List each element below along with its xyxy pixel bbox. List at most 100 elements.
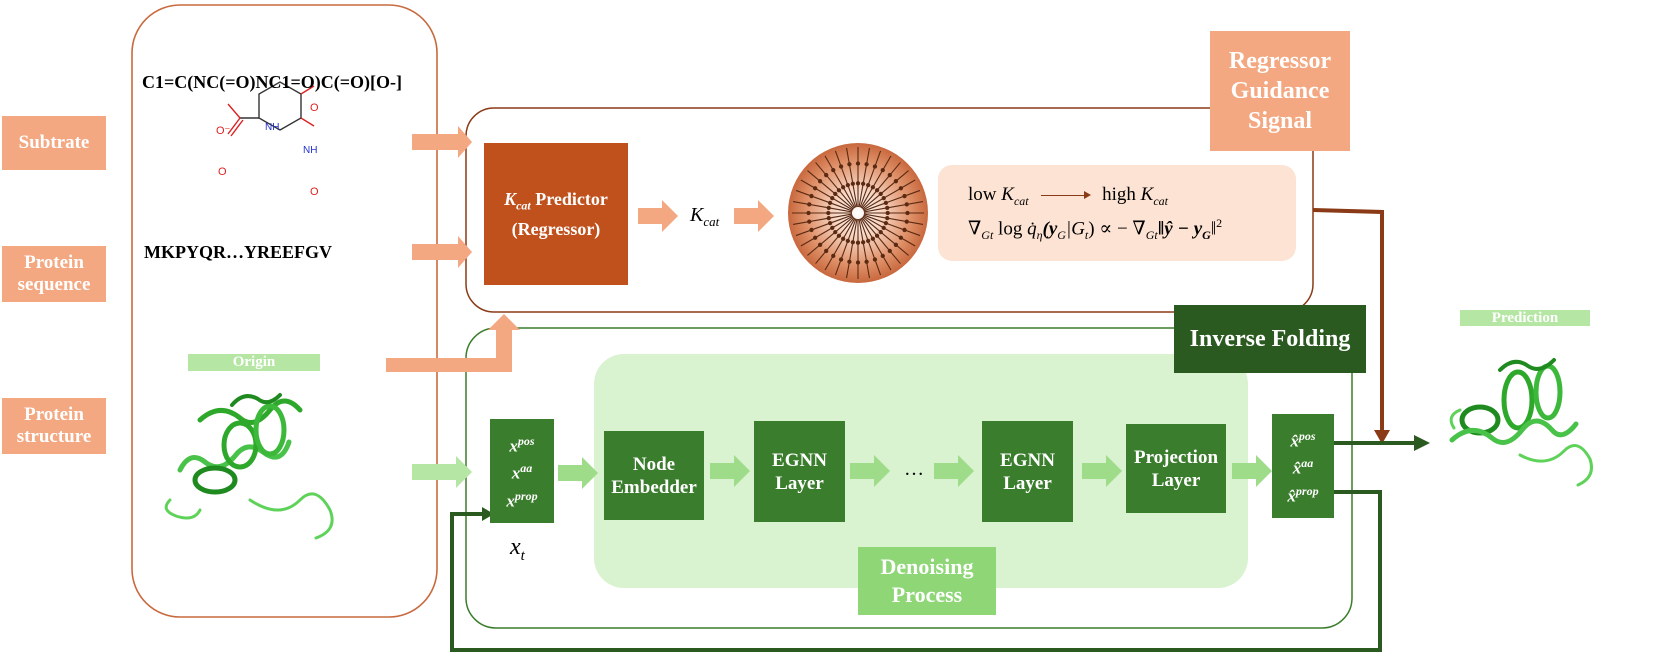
sphere-ray (845, 218, 858, 279)
sphere-ray (862, 179, 916, 211)
sphere-ray-dot (874, 188, 880, 193)
molecule-atom-nh-top: NH (265, 122, 280, 133)
kcat-sub: cat (703, 214, 720, 229)
arrow-embedder-to-egnn1 (710, 455, 750, 487)
sphere-ray-dot (838, 257, 844, 262)
low-text: low (968, 184, 997, 205)
sphere-ray-dot (880, 167, 885, 173)
sphere-ray-dot (817, 179, 823, 184)
predictor-label-line2: (Regressor) (511, 219, 601, 240)
regressor-guidance-label: Regressor Guidance Signal (1210, 31, 1350, 151)
sphere-ray-dot (824, 248, 829, 254)
sphere-ray-dot (831, 167, 836, 173)
sphere-ray-dot (826, 216, 831, 221)
sphere-ray (863, 189, 921, 212)
node-embedder-box: Node Embedder (604, 431, 704, 520)
sphere-ray-dot (817, 242, 823, 247)
sphere-ray (861, 162, 901, 209)
sphere-ray-dot (872, 257, 878, 262)
sphere-ray-dot (833, 191, 838, 197)
sphere-ray-dot (893, 242, 899, 247)
sphere-ray-dot (812, 235, 818, 240)
sphere-ray-dot (809, 227, 814, 233)
sphere-ray-dot (836, 233, 842, 238)
substrate-smiles: C1=C(NC(=O)NC1=O)C(=O)[O-] (142, 72, 402, 92)
formula-g: G (981, 228, 990, 243)
sphere-ray-dot (836, 188, 842, 193)
sphere-ray (862, 215, 916, 247)
protein-sequence-text: MKPYQR…YREEFGV (144, 242, 332, 262)
output-var-prop: x̂prop (1287, 483, 1319, 506)
feedback-loop-line (450, 490, 1382, 652)
sphere-ray-dot (902, 227, 907, 233)
sphere-ray-dot (883, 200, 889, 205)
sphere-ray-dot (885, 205, 890, 210)
sphere-ray-dot (885, 210, 890, 216)
arrow-substrate-to-regressor (412, 126, 472, 158)
sphere-ray-dot (864, 162, 869, 167)
sphere-ray (862, 216, 909, 256)
sphere-ray-dot (898, 235, 904, 240)
formula-given-sub: t (1084, 228, 1089, 243)
sphere-ray (845, 147, 858, 208)
sphere-ray-dot (855, 240, 861, 245)
sphere-ray-dot (812, 186, 818, 191)
input-var-aa: xaa (511, 461, 533, 483)
sphere-ray (800, 215, 854, 247)
feedback-loop-arrowhead (482, 507, 494, 521)
sphere-ray-dot (855, 260, 861, 265)
protein-structure-label: Protein structure (2, 398, 106, 454)
egnn-layer-2-box: EGNN Layer (982, 421, 1073, 522)
sphere-ray (795, 189, 853, 212)
sphere-ray-dot (887, 172, 892, 178)
sphere-ray-dot (904, 219, 909, 224)
substrate-label: Subtrate (2, 116, 106, 170)
arrow-structure-to-regressor (386, 314, 520, 372)
formula-arg: (y (1042, 218, 1058, 240)
sphere-ray-dot (833, 229, 838, 235)
guidance-signal-line (1312, 208, 1384, 432)
sphere-ray-dot (870, 185, 876, 190)
molecule-atom-o-bottom: O (310, 186, 319, 198)
sphere-ray (792, 200, 853, 213)
low-k: K (1001, 184, 1014, 205)
sphere-ray-dot (870, 236, 876, 241)
arrow-ellipsis-to-egnn2 (934, 455, 974, 487)
sphere-ray (834, 218, 857, 276)
low-k-sub: cat (1013, 193, 1029, 208)
output-var-pos: x̂pos (1290, 428, 1316, 451)
kcat-direction-row: low Kcat high Kcat (968, 184, 1168, 209)
sphere-ray-dot (880, 253, 885, 259)
sphere-ray (815, 217, 855, 264)
sphere-ray-dot (809, 193, 814, 199)
sphere-ray-dot (838, 164, 844, 169)
denoising-process-label: Denoising Process (858, 547, 996, 615)
guidance-field-sphere (788, 143, 928, 283)
layers-ellipsis: … (904, 458, 924, 480)
kcat-predictor-box: Kcat Predictor (Regressor) (484, 143, 628, 285)
sphere-ray-dot (826, 205, 831, 210)
formula-rhs-g: G (1145, 228, 1155, 243)
sphere-ray-dot (904, 202, 909, 207)
formula-given: |G (1065, 218, 1085, 240)
formula-log: log (998, 218, 1023, 240)
protein-sequence-label: Protein sequence (2, 246, 106, 302)
output-var-aa: x̂aa (1292, 456, 1314, 478)
sphere-ray (862, 170, 909, 210)
protein-structure-prediction (1449, 358, 1593, 487)
high-k: K (1140, 184, 1154, 205)
sphere-ray (860, 217, 892, 271)
sphere-ray (815, 162, 855, 209)
sphere-ray-dot (902, 193, 907, 199)
substrate-molecule (227, 81, 315, 137)
sphere-ray (861, 217, 901, 264)
sphere-ray-dot (847, 259, 852, 264)
sphere-ray-dot (830, 195, 835, 201)
high-k-sub: cat (1153, 193, 1168, 208)
sphere-ray (863, 214, 921, 237)
xt-label: xt (510, 534, 525, 564)
arrow-predictor-to-kcat (638, 200, 678, 232)
protein-structure-origin (164, 393, 334, 540)
formula-norm-sub: G (1202, 228, 1211, 243)
